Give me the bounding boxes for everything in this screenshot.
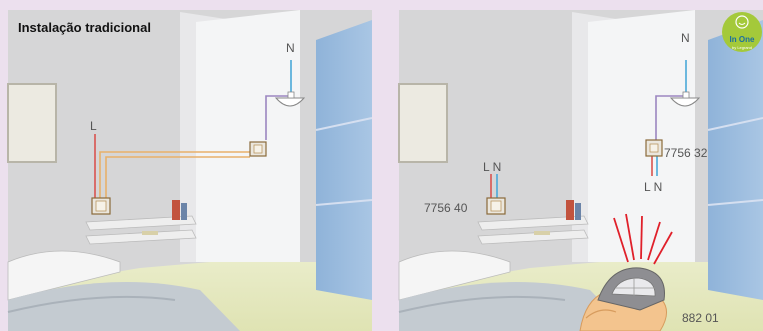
right-shelf-item — [534, 231, 550, 235]
left-wardrobe-door — [316, 20, 372, 300]
right-wall-switch-rocker — [650, 144, 658, 152]
right-lamp-base — [683, 92, 689, 98]
left-wall-switch-rocker — [254, 145, 262, 153]
left-picture-frame — [8, 84, 56, 162]
left-label-neutral: N — [286, 41, 295, 55]
signal-ray — [641, 216, 642, 259]
right-label-bedside-code: 7756 40 — [424, 201, 468, 215]
right-book-red — [566, 200, 574, 220]
right-wardrobe-door — [708, 20, 763, 300]
badge-subtext: by Legrand — [732, 45, 752, 50]
left-shelf-item — [142, 231, 158, 235]
left-label-line: L — [90, 119, 97, 133]
left-book-blue — [181, 203, 187, 220]
left-panel: N L — [8, 10, 372, 331]
left-white-wall — [196, 10, 300, 262]
right-panel: N L N 7756 40 7756 32 L N 882 01 In One … — [399, 10, 763, 331]
right-label-neutral: N — [681, 31, 690, 45]
right-bedside-switch-rocker — [491, 201, 501, 211]
right-book-blue — [575, 203, 581, 220]
badge-text: In One — [730, 35, 755, 44]
right-picture-frame — [399, 84, 447, 162]
right-label-wall-ln: L N — [644, 180, 662, 194]
left-lamp-base — [288, 92, 294, 98]
left-book-red — [172, 200, 180, 220]
right-label-bedside-ln: L N — [483, 160, 501, 174]
right-label-wall-code: 7756 32 — [664, 146, 708, 160]
left-bedside-switch-rocker — [96, 201, 106, 211]
in-one-badge: In One by Legrand — [722, 12, 762, 52]
left-panel-title: Instalação tradicional — [18, 20, 151, 35]
right-label-remote-code: 882 01 — [682, 311, 719, 325]
